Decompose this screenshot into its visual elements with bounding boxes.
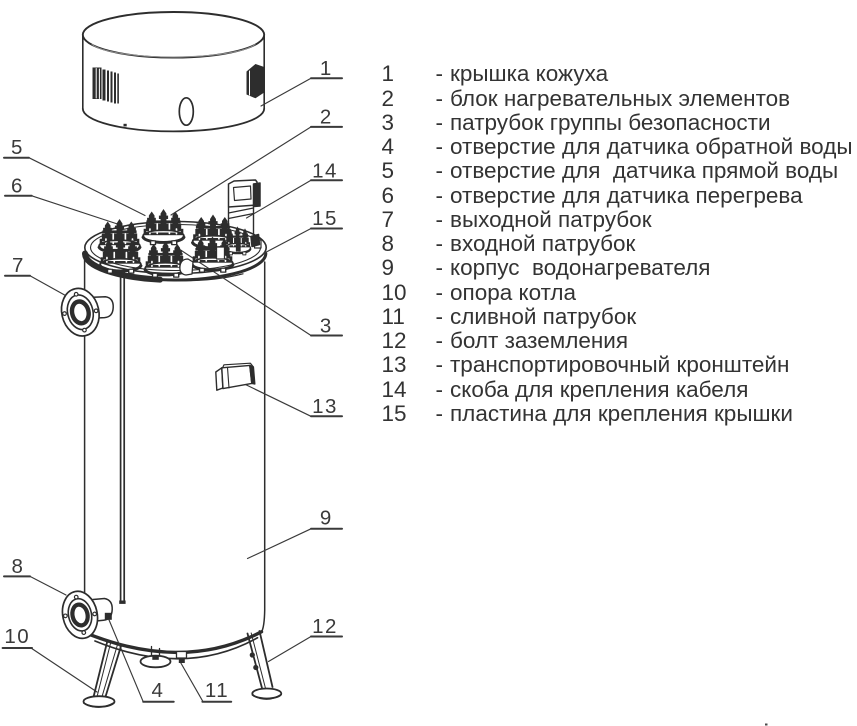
svg-text:2: 2 xyxy=(320,106,333,129)
svg-text:8: 8 xyxy=(12,555,25,578)
svg-text:11: 11 xyxy=(205,679,229,702)
svg-text:10: 10 xyxy=(4,625,30,648)
svg-text:3: 3 xyxy=(320,315,333,338)
svg-text:12: 12 xyxy=(312,615,338,638)
svg-text:13: 13 xyxy=(312,395,338,418)
svg-text:14: 14 xyxy=(312,159,338,182)
svg-text:5: 5 xyxy=(11,136,24,159)
svg-text:4: 4 xyxy=(152,679,165,702)
svg-text:15: 15 xyxy=(312,207,338,230)
svg-text:7: 7 xyxy=(12,254,25,277)
svg-text:1: 1 xyxy=(320,57,333,80)
svg-text:6: 6 xyxy=(11,174,24,197)
svg-text:9: 9 xyxy=(320,506,333,529)
